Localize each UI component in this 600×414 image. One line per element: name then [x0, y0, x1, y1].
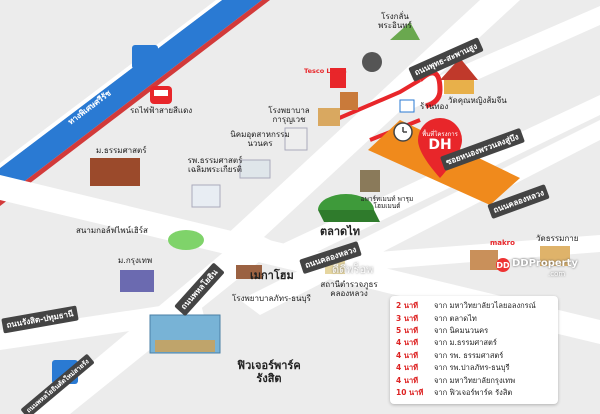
legend-row: 4 นาที จาก รพ. ธรรมศาสตร์: [396, 350, 552, 362]
place-police: สถานีตำรวจภูธร คลองหลวง: [320, 280, 378, 299]
legend-time: 5 นาที: [396, 325, 419, 335]
place-hosp-tu: รพ.ธรรมศาสตร์ เฉลิมพระเกียรติ: [187, 156, 243, 175]
legend-row: 4 นาที จาก รพ.ปาลภัทร-ธนบุรี: [396, 362, 552, 374]
legend-row: 3 นาที จาก ตลาดไท: [396, 312, 552, 324]
brand-sub: .com: [548, 270, 566, 278]
legend-row: 2 นาที จาก มหาวิทยาลัยวไลยอลงกรณ์: [396, 300, 552, 312]
legend-place: จาก มหาวิทยาลัยวไลยอลงกรณ์: [434, 301, 536, 311]
place-golf: สนามกอล์ฟไพน์เฮิร์ส: [76, 226, 148, 235]
legend-place: จาก รพ. ธรรมศาสตร์: [434, 350, 504, 360]
place-future: ฟิวเจอร์พาร์ค รังสิต: [237, 359, 301, 385]
legend-place: จาก ม.ธรรมศาสตร์: [434, 338, 497, 348]
legend-time: 3 นาที: [396, 313, 419, 323]
place-wat-makro: วัดธรรมกาย: [536, 234, 579, 243]
legend-place: จาก ฟิวเจอร์พาร์ค รังสิต: [434, 387, 513, 397]
watermark: ดีดีพร็อพ: [332, 263, 374, 276]
legend-place: จาก มหาวิทยาลัยกรุงเทพ: [434, 375, 516, 385]
project-pin-label: พื้นที่โครงการ DH: [420, 131, 460, 153]
brand-logo-icon: DD: [496, 258, 510, 272]
legend-row: 10 นาที จาก ฟิวเจอร์พาร์ค รังสิต: [396, 387, 552, 399]
project-code: DH: [428, 137, 452, 153]
place-makro: makro: [490, 239, 515, 247]
travel-time-legend: 2 นาทีจาก มหาวิทยาลัยวไลยอลงกรณ์ 3 นาทีจ…: [390, 296, 558, 404]
legend-time: 2 นาที: [396, 301, 419, 311]
legend-row: 4 นาที จาก ม.ธรรมศาสตร์: [396, 337, 552, 349]
place-market: ตลาดไท: [320, 225, 360, 238]
legend-row: 4 นาที จาก มหาวิทยาลัยกรุงเทพ: [396, 374, 552, 386]
place-shop: ร้านทอง: [420, 102, 449, 111]
place-industrial: นิคมอุตสาหกรรม นวนคร: [230, 130, 290, 149]
place-hospital1: โรงพยาบาล การุญเวช: [268, 106, 310, 125]
legend-time: 4 นาที: [396, 375, 419, 385]
place-wat-right: วัดคุณหญิงส้มจีน: [448, 96, 507, 105]
legend-time: 4 นาที: [396, 363, 419, 373]
legend-place: จาก รพ.ปาลภัทร-ธนบุรี: [434, 363, 510, 373]
place-apt: อพาร์ทเมนท์ พารุม โฮมเมนต์: [360, 195, 414, 211]
brand-name: DDProperty: [512, 258, 578, 269]
legend-place: จาก นิคมนวนคร: [434, 325, 489, 335]
place-hosp-patum: โรงพยาบาลภัทร-ธนบุรี: [232, 294, 311, 303]
place-univ1: ม.ธรรมศาสตร์: [96, 146, 147, 155]
legend-place: จาก ตลาดไท: [434, 313, 477, 323]
legend-time: 4 นาที: [396, 338, 419, 348]
legend-time: 4 นาที: [396, 350, 419, 360]
place-krungthep: ม.กรุงเทพ: [118, 256, 153, 265]
rail-label: รถไฟฟ้าสายสีแดง: [130, 106, 193, 115]
project-small-label: พื้นที่โครงการ: [422, 131, 458, 138]
legend-row: 5 นาที จาก นิคมนวนคร: [396, 325, 552, 337]
legend-time: 10 นาที: [396, 387, 424, 397]
place-factory: โรงกลั่น พระอินทร์: [378, 12, 412, 31]
place-homepro: เมกาโฮม: [250, 269, 294, 282]
place-tesco: Tesco Lotus: [304, 67, 347, 75]
